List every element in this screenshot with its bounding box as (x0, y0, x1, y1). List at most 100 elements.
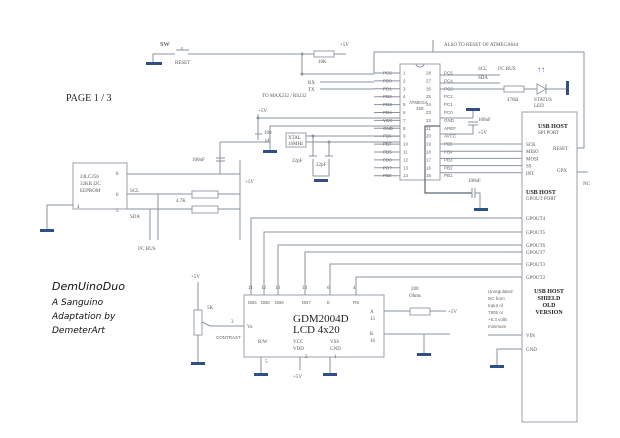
lcd-pin-label: DB7 (302, 300, 311, 305)
lcd-pin-label: E (327, 300, 330, 305)
eeprom-chip (72, 162, 128, 210)
pin-number: 6 (116, 193, 119, 198)
cap-label: 22pF (292, 159, 303, 164)
mcu-model: 328 (416, 106, 424, 111)
mcu-pin-number: 13 (403, 165, 409, 170)
ground-symbol (323, 373, 337, 376)
gpout-wire (250, 217, 522, 295)
gpout-label: GPOUT6 (526, 244, 546, 249)
mcu-pin-number: 1 (403, 71, 406, 76)
gpout-label: GPOUT2 (526, 276, 546, 281)
pin-number: 12 (261, 286, 267, 291)
spi-pin-label: SS (526, 165, 532, 170)
usb-gpout-sub: GPOUT PORT (526, 197, 556, 202)
lcd-gnd-label: GND (330, 347, 341, 352)
scl-label: SCL (478, 67, 487, 72)
ground-symbol (254, 373, 268, 376)
eeprom-label-2: 32KB I2C (80, 182, 101, 187)
spi-pin-label: MISO (526, 150, 539, 155)
vin-note: Unregulated (488, 289, 513, 294)
ground-symbol (146, 62, 162, 65)
led-icon (536, 83, 548, 95)
mcu-pin-number: 5 (403, 102, 406, 107)
pin-number: 5 (116, 209, 119, 214)
lcd-model: GDM2004D (293, 313, 349, 325)
pin-number: 6 (327, 286, 330, 291)
rx-label: RX (308, 81, 315, 86)
usb-host-shield (521, 111, 578, 423)
reset-button-label: RESET (175, 61, 190, 66)
mcu-pin-name: PC4 (444, 78, 453, 83)
mcu-pin-number: 10 (403, 142, 409, 147)
gpout-wire (304, 251, 522, 295)
mcu-pin-number: 19 (426, 142, 432, 147)
lcd-k-label: K (370, 332, 374, 337)
mcu-pin-name: PB7 (383, 142, 392, 147)
pullup-resistor (191, 190, 219, 199)
i2c-bus-lower-label: I²C BUS (138, 246, 156, 252)
credit-title: DemUinoDuo (52, 280, 125, 293)
mcu-pin-number: 20 (426, 134, 432, 139)
mcu-chip (399, 63, 441, 181)
pin-number: 3 (231, 320, 234, 325)
mcu-pin-number: 7 (403, 118, 406, 123)
mcu-pin-number: 18 (426, 150, 432, 155)
xtal-label: XTAL (288, 136, 301, 141)
mcu-pin-number: 21 (426, 126, 432, 131)
ground-symbol (314, 179, 328, 182)
gpout-label: GPOUT7 (526, 251, 546, 256)
mcu-pin-name: VCC (383, 118, 393, 123)
pin-number: 16 (370, 339, 376, 344)
pin-number: 13 (275, 286, 281, 291)
vcc-label: +5V (448, 310, 457, 315)
vcc-label: +5V (191, 275, 200, 280)
mcu-pin-name: PD5 (383, 150, 392, 155)
lcd-module (243, 294, 385, 358)
mcu-pin-name: PB3 (444, 157, 453, 162)
lcd-pin-label: RS (353, 300, 359, 305)
mcu-pin-number: 24 (426, 102, 432, 107)
resistor-10k (313, 50, 335, 58)
page-label: PAGE 1 / 3 (66, 93, 111, 104)
sw-label: SW (160, 41, 171, 48)
vin-label: VIN (526, 334, 535, 339)
lcd-pin-label: DB5 (261, 300, 270, 305)
vcc-label: +5V (293, 375, 302, 380)
scl-label: SCL (130, 189, 139, 194)
i2c-bus-label: I²C BUS (498, 66, 516, 72)
gpout-wire (329, 263, 522, 295)
backlight-resistor-unit: Ohms (409, 294, 421, 299)
ground-symbol (191, 362, 205, 365)
lcd-vss-label: VSS (330, 340, 339, 345)
cap-label: 100nF (468, 179, 481, 184)
resistor-10k-label: 10K (318, 60, 327, 65)
usb-gpx-label: GPX (557, 169, 567, 174)
xtal-freq-label: 16MHz (288, 142, 304, 147)
pin-number: 4 (77, 205, 80, 210)
mcu-pin-name: PC1 (444, 102, 453, 107)
resistor-470-label: 470Ω (507, 98, 519, 103)
eeprom-label: 24LC256 (80, 175, 99, 180)
contrast-pot (193, 309, 203, 336)
mcu-pin-number: 27 (426, 78, 432, 83)
mcu-pin-number: 23 (426, 110, 432, 115)
mcu-pin-number: 26 (426, 86, 432, 91)
sda-label: SDA (130, 215, 140, 220)
mcu-pin-number: 25 (426, 94, 432, 99)
pot-label: 5K (207, 306, 214, 311)
backlight-resistor-label: 200 (411, 287, 419, 292)
mcu-pin-number: 28 (426, 71, 432, 76)
mcu-pin-number: 4 (403, 94, 406, 99)
pin-number: 11 (248, 286, 253, 291)
mcu-pin-name: PC5 (444, 71, 453, 76)
mcu-pin-number: 6 (403, 110, 406, 115)
mcu-pin-name: PB2 (444, 165, 453, 170)
lcd-vo-label: Vo (247, 325, 253, 330)
ground-symbol (40, 229, 54, 232)
backlight-resistor (409, 307, 431, 316)
mcu-pin-number: 8 (403, 126, 406, 131)
credit-line3: DemeterArt (52, 326, 105, 336)
gpout-wire (263, 231, 522, 295)
pin-number: 1 (334, 355, 337, 360)
vcc-label: +5V (258, 109, 267, 114)
